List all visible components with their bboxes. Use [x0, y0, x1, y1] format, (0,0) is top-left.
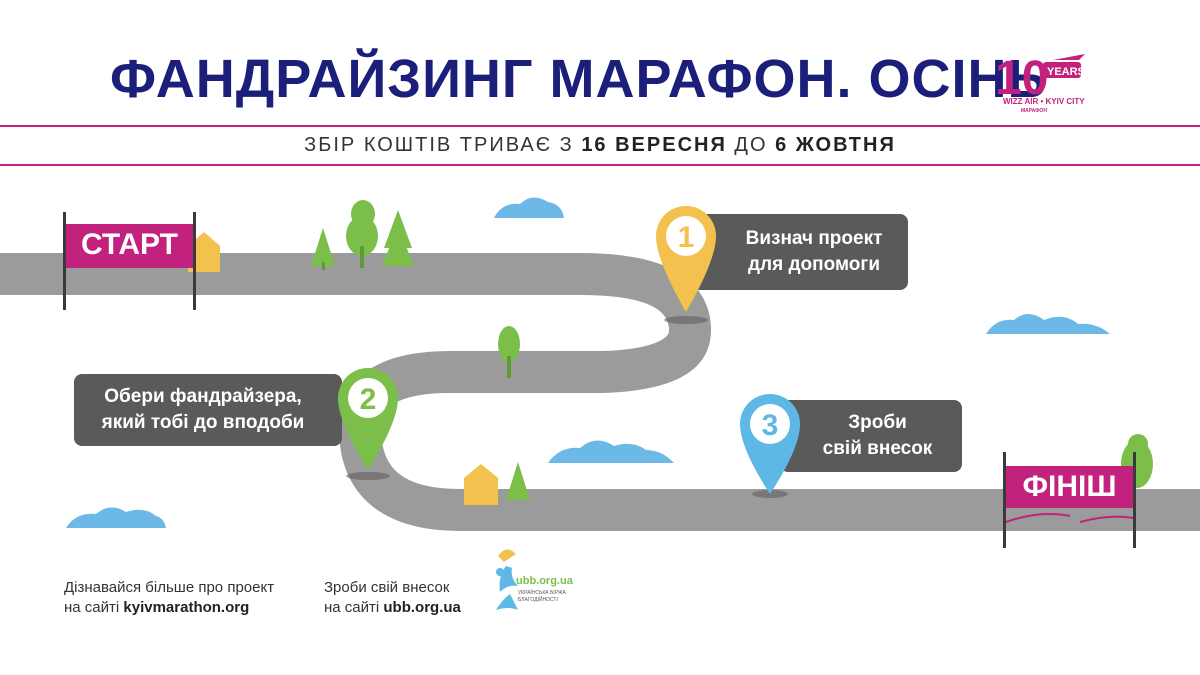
start-label: СТАРТ [81, 228, 178, 261]
step1-text: Визнач проект для допомоги [724, 226, 904, 278]
ubb-link[interactable]: ubb.org.ua [383, 599, 461, 616]
footer-right-line1: Зроби свій внесок [324, 579, 450, 596]
ubb-logo: ubb.org.ua УКРАЇНСЬКА БІРЖА БЛАГОДІЙНОСТ… [496, 549, 574, 610]
finish-label: ФІНІШ [1022, 470, 1117, 503]
step2-line1: Обери фандрайзера, [104, 386, 302, 407]
page-title: ФАНДРАЙЗИНГ МАРАФОН. ОСІНЬ [110, 49, 1048, 109]
cloud-icon [494, 197, 564, 218]
step3-line1: Зроби [848, 412, 907, 433]
bottom-divider [0, 164, 1200, 166]
step1-panel [690, 214, 908, 290]
finish-ribbon [1005, 513, 1134, 523]
fundraising-period: ЗБІР КОШТІВ ТРИВАЄ З 16 ВЕРЕСНЯ ДО 6 ЖОВ… [0, 134, 1200, 157]
step2-text: Обери фандрайзера, який тобі до вподоби [78, 384, 328, 436]
house-icon [464, 464, 498, 505]
step3-line2: свій внесок [822, 438, 933, 459]
ubb-caption1: УКРАЇНСЬКА БІРЖА [518, 589, 567, 596]
ubb-caption2: БЛАГОДІЙНОСТІ [518, 595, 558, 603]
tree-icon [311, 228, 335, 266]
subtitle-start-date: 16 ВЕРЕСНЯ [581, 134, 727, 156]
step3-number: 3 [762, 409, 779, 442]
finish-flag-pole-left [1003, 452, 1006, 548]
kyivmarathon-link[interactable]: kyivmarathon.org [123, 599, 250, 616]
subtitle-end-date: 6 ЖОВТНЯ [775, 134, 896, 156]
step1-line1: Визнач проект [745, 228, 883, 249]
footer-left-prefix: на сайті [64, 599, 124, 616]
ubb-domain: ubb.org.ua [516, 575, 574, 587]
finish-flag-pole-right [1133, 452, 1136, 548]
cloud-icon [548, 440, 674, 463]
tree-icon [506, 462, 530, 500]
subtitle-prefix: ЗБІР КОШТІВ ТРИВАЄ З [304, 134, 582, 156]
step1-number: 1 [678, 221, 695, 254]
cloud-icon [986, 314, 1110, 334]
footer-learn-more: Дізнавайся більше про проект на сайті ky… [64, 578, 274, 618]
start-flag-pole-left [63, 212, 66, 310]
step2-panel [74, 374, 342, 446]
footer-contribute: Зроби свій внесок на сайті ubb.org.ua [324, 578, 461, 618]
step2-number: 2 [360, 383, 377, 416]
subtitle-middle: ДО [726, 134, 776, 156]
footer-right-prefix: на сайті [324, 599, 384, 616]
step1-line2: для допомоги [748, 254, 880, 275]
start-banner [66, 224, 193, 268]
step3-panel [780, 400, 962, 472]
start-flag-pole-right [193, 212, 196, 310]
footer-left-line1: Дізнавайся більше про проект [64, 579, 275, 596]
top-divider [0, 125, 1200, 127]
finish-banner [1006, 466, 1133, 508]
step2-line2: який тобі до вподоби [101, 412, 305, 433]
tree-icon [498, 326, 520, 362]
step3-text: Зроби свій внесок [800, 410, 955, 462]
cloud-icon [66, 507, 166, 528]
